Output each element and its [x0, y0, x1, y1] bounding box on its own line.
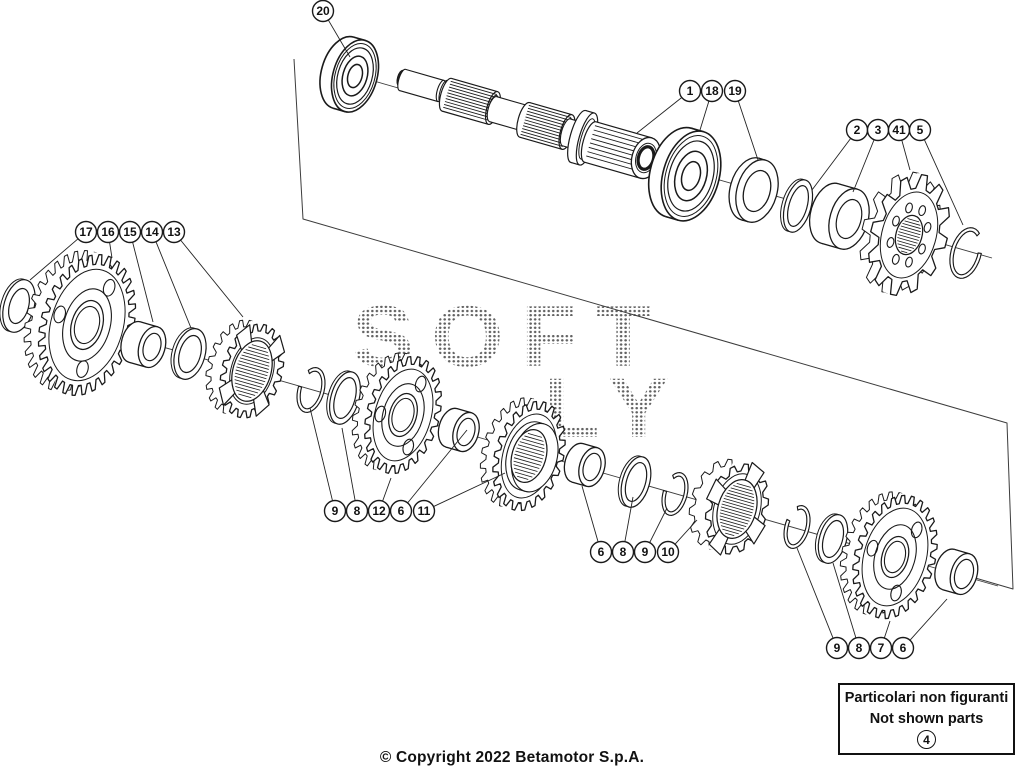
balloon-label: 8 — [354, 504, 361, 518]
balloon-label: 3 — [875, 123, 882, 137]
balloon-label: 41 — [892, 123, 906, 137]
balloon-12: 12 — [367, 477, 392, 523]
balloon-label: 17 — [79, 225, 93, 239]
dog-gear-13 — [205, 319, 286, 419]
note-line-english: Not shown parts — [869, 710, 984, 727]
balloon-14: 14 — [140, 220, 192, 329]
balloon-label: 9 — [332, 504, 339, 518]
balloon-15: 15 — [118, 220, 154, 323]
bushing-15 — [120, 320, 167, 369]
balloon-label: 9 — [834, 641, 841, 655]
not-shown-parts-box: Particolari non figuranti Not shown part… — [838, 683, 1015, 755]
sliding-hub-10 — [688, 458, 770, 556]
balloon-41: 41 — [887, 118, 911, 171]
copyright-text: © Copyright 2022 Betamotor S.p.A. — [379, 749, 645, 766]
gear-7 — [839, 491, 938, 620]
balloon-label: 20 — [316, 4, 330, 18]
ball-bearing-20 — [319, 35, 380, 113]
gear-16 — [23, 250, 137, 397]
circlip-9 — [296, 367, 326, 413]
balloon-6: 6 — [581, 485, 613, 564]
circlip-9 — [783, 505, 811, 549]
balloon-label: 14 — [145, 225, 159, 239]
spacer-3 — [808, 182, 870, 250]
bushing-6 — [563, 442, 606, 488]
balloon-label: 13 — [167, 225, 181, 239]
balloon-label: 18 — [705, 84, 719, 98]
balloon-label: 15 — [123, 225, 137, 239]
balloon-7: 7 — [869, 620, 893, 660]
balloon-18: 18 — [699, 79, 724, 131]
balloon-label: 19 — [728, 84, 742, 98]
balloon-8: 8 — [832, 562, 871, 660]
bushing-6 — [934, 548, 979, 596]
balloon-11: 11 — [412, 472, 506, 523]
balloon-9: 9 — [309, 407, 347, 523]
spacer-ring-19 — [728, 157, 779, 223]
washer-14 — [170, 327, 207, 380]
balloon-label: 12 — [372, 504, 386, 518]
balloon-label: 16 — [101, 225, 115, 239]
main-shaft — [396, 68, 662, 180]
shim-2 — [780, 178, 814, 233]
balloon-label: 7 — [878, 641, 885, 655]
balloon-label: 8 — [856, 641, 863, 655]
gear-11 — [479, 397, 566, 512]
balloon-label: 6 — [900, 641, 907, 655]
balloon-20: 20 — [311, 0, 351, 58]
balloon-1: 1 — [636, 79, 702, 134]
balloon-label: 9 — [642, 545, 649, 559]
balloon-label: 6 — [398, 504, 405, 518]
front-sprocket-41 — [859, 171, 950, 297]
balloon-19: 19 — [723, 79, 759, 161]
balloon-9: 9 — [633, 507, 668, 564]
balloon-4: 4 — [917, 730, 936, 750]
balloon-label: 10 — [661, 545, 675, 559]
balloon-6: 6 — [389, 429, 468, 523]
balloon-label: 2 — [854, 123, 861, 137]
balloon-8: 8 — [611, 496, 635, 564]
circlip-5 — [949, 227, 982, 279]
balloon-8: 8 — [341, 427, 369, 523]
note-line-italian: Particolari non figuranti — [844, 690, 1009, 706]
balloon-label: 11 — [418, 504, 431, 518]
balloon-label: 8 — [620, 545, 627, 559]
gear-12 — [351, 352, 442, 475]
washer-8 — [814, 513, 849, 564]
balloon-5: 5 — [908, 118, 964, 226]
balloon-13: 13 — [162, 220, 244, 318]
balloon-2: 2 — [811, 118, 869, 191]
balloon-label: 6 — [598, 545, 605, 559]
washer-17 — [0, 278, 36, 333]
balloon-4-label: 4 — [923, 733, 930, 748]
ball-bearing-18 — [647, 126, 722, 222]
balloon-label: 5 — [917, 123, 924, 137]
balloon-16: 16 — [96, 220, 120, 259]
balloon-6: 6 — [891, 598, 948, 660]
balloon-17: 17 — [29, 220, 98, 281]
balloon-10: 10 — [656, 519, 698, 564]
balloon-9: 9 — [796, 547, 849, 660]
bushing-6 — [437, 407, 480, 453]
washer-8 — [617, 455, 652, 508]
circlip-9 — [661, 472, 689, 516]
balloon-label: 1 — [687, 84, 694, 98]
watermark-line-2: LY — [544, 361, 687, 455]
